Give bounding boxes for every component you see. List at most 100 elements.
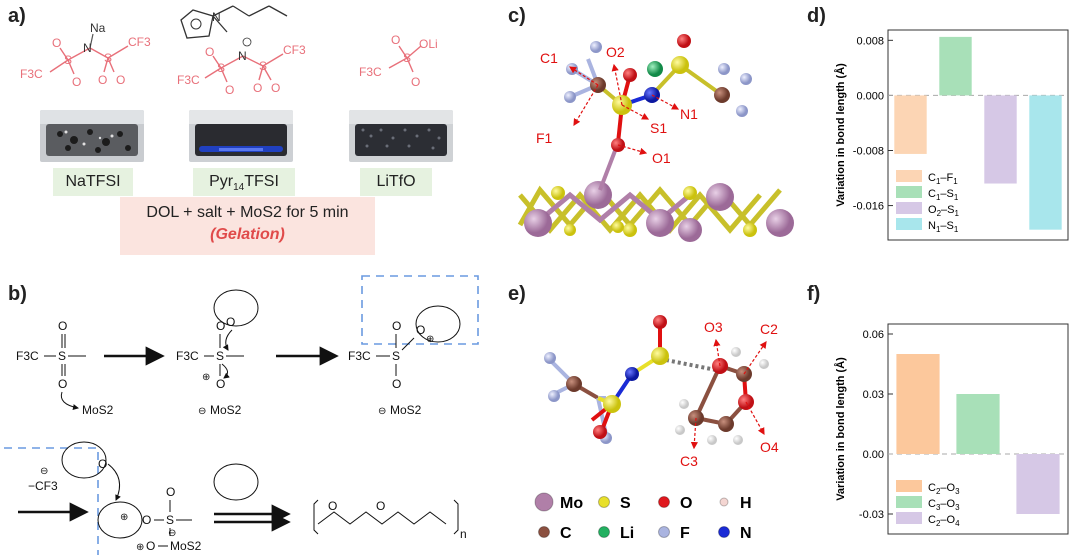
svg-text:O: O <box>146 539 155 553</box>
svg-text:CF3: CF3 <box>128 35 151 49</box>
svg-text:O: O <box>166 485 175 499</box>
plot-frame <box>887 29 1069 241</box>
label-s1: S1 <box>650 120 667 136</box>
y-tick-label: -0.016 <box>853 201 884 213</box>
legend-label: C2–O3 <box>928 482 960 496</box>
legend-swatch <box>896 512 922 524</box>
svg-text:O: O <box>391 33 400 47</box>
legend-atom-label: C <box>560 525 572 542</box>
svg-text:⊕: ⊕ <box>120 512 128 523</box>
legend-atom-label: F <box>680 525 690 542</box>
y-axis-label: Variation in bond length (Å) <box>834 63 847 207</box>
natfsi-vial-photo <box>40 110 144 162</box>
svg-text:OLi: OLi <box>419 37 438 51</box>
pyr14tfsi-vial-photo <box>189 110 293 162</box>
legend-swatch <box>896 186 922 198</box>
label-n1: N1 <box>680 106 698 122</box>
legend-label: C2–O4 <box>928 514 960 528</box>
gelation-label: (Gelation) <box>210 226 285 243</box>
legend-atom-s-icon <box>598 496 610 508</box>
svg-text:⊖: ⊖ <box>168 528 176 539</box>
svg-text:F3C: F3C <box>16 349 39 363</box>
litfo-vial-photo <box>349 110 453 162</box>
bar-n1s1 <box>1029 95 1062 230</box>
pyr14tfsi-structure: N N S S O O O O CF3 F3C <box>177 5 306 97</box>
legend-atom-label: S <box>620 495 631 512</box>
svg-text:O: O <box>328 499 337 513</box>
panel-label-a: a) <box>8 5 26 27</box>
panel-label-c: c) <box>508 5 526 27</box>
svg-text:O: O <box>116 73 125 87</box>
label-f1: F1 <box>536 130 553 146</box>
svg-text:O: O <box>216 377 225 391</box>
label-c3: C3 <box>680 453 698 469</box>
label-o3: O3 <box>704 319 723 335</box>
svg-text:S: S <box>216 349 224 363</box>
natfsi-structure: Na N S S O O O O CF3 F3C <box>20 21 151 89</box>
svg-text:O: O <box>98 73 107 87</box>
y-tick-label: 0.06 <box>863 329 884 341</box>
svg-text:⊖: ⊖ <box>378 406 386 417</box>
svg-text:⊖: ⊖ <box>40 466 48 477</box>
salt-label-natfsi: NaTFSI <box>53 168 133 196</box>
svg-text:CF3: CF3 <box>283 43 306 57</box>
svg-text:MoS2: MoS2 <box>82 403 114 417</box>
legend-swatch <box>896 202 922 214</box>
svg-text:MoS2: MoS2 <box>390 403 422 417</box>
svg-text:O: O <box>72 75 81 89</box>
svg-text:O: O <box>416 323 425 337</box>
legend-swatch <box>896 170 922 182</box>
legend-label: N1–S1 <box>928 220 959 234</box>
legend-label: O2–S1 <box>928 204 959 218</box>
svg-text:O: O <box>226 315 235 329</box>
svg-text:N: N <box>212 10 221 24</box>
y-tick-label: -0.008 <box>853 145 884 157</box>
label-c2: C2 <box>760 321 778 337</box>
svg-text:S: S <box>392 349 400 363</box>
legend-atom-h-icon <box>719 497 729 507</box>
legend-atom-label: O <box>680 495 692 512</box>
legend-label: C3–O3 <box>928 498 960 512</box>
svg-text:O: O <box>411 75 420 89</box>
legend-label: C1–F1 <box>928 172 958 186</box>
svg-text:MoS2: MoS2 <box>210 403 242 417</box>
svg-text:S: S <box>403 51 411 65</box>
panel-label-f: f) <box>807 283 821 305</box>
panel-label-b: b) <box>8 283 27 305</box>
bar-c2o4 <box>1016 454 1060 514</box>
svg-text:⊖: ⊖ <box>198 406 206 417</box>
legend-swatch <box>896 496 922 508</box>
svg-text:O: O <box>253 81 262 95</box>
structure-c-molecule: C1 O2 N1 S1 F1 O1 <box>517 34 794 242</box>
svg-text:O: O <box>392 377 401 391</box>
svg-text:O: O <box>58 319 67 333</box>
legend-swatch <box>896 218 922 230</box>
legend-atom-label: Li <box>620 525 634 542</box>
svg-text:MoS2: MoS2 <box>170 539 202 553</box>
y-tick-label: 0.008 <box>856 35 884 47</box>
bar-c1s1 <box>939 36 972 96</box>
legend-atom-f-icon <box>658 526 670 538</box>
bar-c1f1 <box>894 95 927 154</box>
y-tick-label: 0.000 <box>856 90 884 102</box>
svg-text:n: n <box>460 527 467 541</box>
svg-text:O: O <box>225 83 234 97</box>
svg-text:⊕: ⊕ <box>426 334 434 345</box>
svg-text:S: S <box>259 59 267 73</box>
svg-text:S: S <box>64 53 72 67</box>
svg-text:O: O <box>216 319 225 333</box>
svg-text:S: S <box>166 513 174 527</box>
legend-atom-n-icon <box>718 526 730 538</box>
legend-atom-label: Mo <box>560 495 583 512</box>
bar-c2o3 <box>896 354 940 454</box>
svg-text:F3C: F3C <box>359 65 382 79</box>
svg-text:F3C: F3C <box>20 67 43 81</box>
panel-label-e: e) <box>508 283 526 305</box>
svg-text:F3C: F3C <box>176 349 199 363</box>
bar-chart-d: Variation in bond length (Å) 0.008 0.000 -0… <box>834 29 1069 241</box>
gelation-caption: DOL + salt + MoS2 for 5 min (Gelation) <box>120 197 375 255</box>
legend-atom-label: H <box>740 495 752 512</box>
legend-atom-li-icon <box>598 526 610 538</box>
svg-text:S: S <box>58 349 66 363</box>
svg-text:F3C: F3C <box>348 349 371 363</box>
